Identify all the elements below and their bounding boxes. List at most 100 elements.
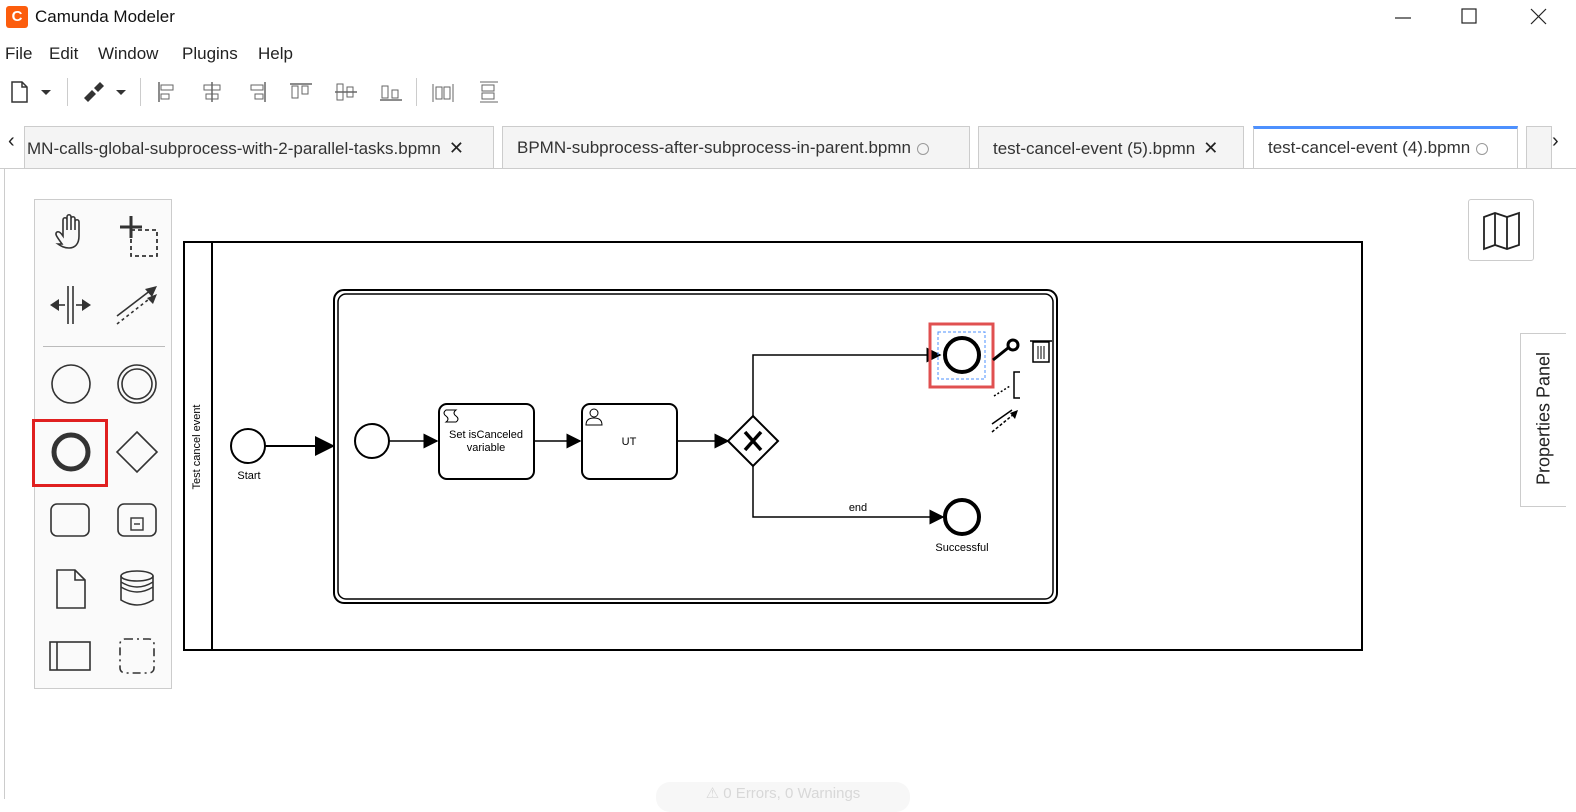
align-center-button[interactable] — [200, 78, 224, 106]
tab-test-cancel-event-4[interactable]: test-cancel-event (4).bpmn — [1253, 126, 1518, 171]
selection-outline — [937, 331, 986, 380]
sequence-flow-end[interactable] — [752, 466, 945, 525]
toolbar-separator — [140, 78, 141, 106]
data-object-icon — [56, 569, 86, 609]
create-group[interactable] — [111, 630, 163, 682]
menu-help[interactable]: Help — [258, 44, 293, 63]
camunda-logo-icon: C — [6, 6, 28, 28]
create-pool[interactable] — [45, 630, 97, 682]
create-gateway[interactable] — [111, 426, 163, 478]
end-event-successful[interactable] — [943, 498, 981, 536]
start-event[interactable] — [230, 428, 266, 464]
subprocess-icon — [117, 503, 157, 537]
map-icon — [1483, 211, 1520, 251]
align-middle-button[interactable] — [333, 78, 359, 106]
tab-label: test-cancel-event (4).bpmn — [1268, 138, 1471, 157]
tab-bar-divider — [0, 168, 1576, 169]
connect-arrow-icon[interactable] — [991, 409, 1018, 433]
menu-file[interactable]: File — [5, 44, 33, 63]
exclusive-gateway[interactable] — [726, 414, 780, 468]
selected-end-event[interactable] — [943, 336, 981, 374]
tabs-scroll-right-icon[interactable]: › — [1552, 130, 1559, 152]
create-data-store[interactable] — [111, 562, 163, 614]
menu-bar: File Edit Window Plugins Help — [0, 38, 1576, 68]
lasso-tool[interactable] — [111, 210, 163, 262]
create-task[interactable] — [45, 494, 97, 546]
window-title: Camunda Modeler — [35, 7, 175, 26]
wrench-icon[interactable] — [992, 338, 1020, 362]
diagram-canvas[interactable] — [4, 169, 1576, 799]
distribute-vertical-button[interactable] — [476, 78, 502, 106]
data-store-icon — [120, 570, 154, 606]
minimap-toggle-button[interactable] — [1468, 199, 1534, 261]
start-event-icon — [51, 364, 91, 404]
palette-selection-highlight — [32, 419, 108, 487]
toolbar — [0, 72, 1576, 112]
global-connect-tool[interactable] — [111, 278, 163, 330]
menu-plugins[interactable]: Plugins — [182, 44, 238, 63]
new-file-icon — [11, 81, 51, 103]
subprocess-start-event[interactable] — [354, 423, 390, 459]
close-window-button[interactable] — [1516, 4, 1560, 30]
end-event-icon — [51, 432, 91, 472]
new-file-button[interactable] — [8, 78, 56, 106]
color-picker-button[interactable] — [80, 78, 130, 106]
tab-close-icon[interactable]: ✕ — [1203, 138, 1219, 158]
unsaved-dot-icon — [1476, 142, 1489, 155]
distribute-vertical-icon — [480, 81, 498, 103]
task-icon — [50, 503, 90, 537]
tab-label: MN-calls-global-subprocess-with-2-parall… — [27, 139, 441, 158]
tab-label: BPMN-subprocess-after-subprocess-in-pare… — [517, 138, 911, 157]
tab-bar: ‹ MN-calls-global-subprocess-with-2-para… — [0, 122, 1576, 171]
distribute-horizontal-icon — [432, 84, 454, 102]
text-annotation-icon[interactable] — [993, 371, 1020, 399]
connect-icon — [116, 286, 157, 325]
align-left-button[interactable] — [155, 78, 179, 106]
align-top-button[interactable] — [288, 78, 314, 106]
distribute-horizontal-button[interactable] — [430, 78, 456, 106]
hand-tool[interactable] — [45, 210, 97, 262]
space-tool[interactable] — [45, 278, 97, 330]
menu-window[interactable]: Window — [98, 44, 159, 63]
participant-pool[interactable] — [183, 241, 1363, 651]
align-top-icon — [290, 83, 312, 99]
palette-separator — [43, 346, 165, 347]
gateway-icon — [115, 430, 159, 474]
create-end-event[interactable] — [45, 426, 97, 478]
create-subprocess[interactable] — [111, 494, 163, 546]
align-right-button[interactable] — [245, 78, 269, 106]
user-task-label: UT — [622, 436, 637, 448]
context-pad — [991, 338, 1052, 433]
tab-overflow-partial[interactable] — [1526, 126, 1552, 169]
tab-close-icon[interactable]: ✕ — [448, 138, 464, 158]
unsaved-dot-icon — [917, 142, 929, 155]
tab-test-cancel-event-5[interactable]: test-cancel-event (5).bpmn ✕ — [978, 126, 1244, 169]
end-event-label: Successful — [935, 542, 988, 554]
minimize-button[interactable] — [1380, 4, 1424, 30]
user-icon — [585, 408, 603, 426]
trash-icon[interactable] — [1030, 340, 1052, 363]
tabs-scroll-left-icon[interactable]: ‹ — [8, 130, 15, 152]
subprocess[interactable] — [333, 289, 1058, 604]
create-start-event[interactable] — [45, 358, 97, 410]
create-data-object[interactable] — [45, 562, 97, 614]
script-task-icon — [443, 409, 459, 423]
linting-status[interactable]: ⚠ 0 Errors, 0 Warnings — [656, 782, 910, 812]
tab-subprocess-after-subprocess[interactable]: BPMN-subprocess-after-subprocess-in-pare… — [502, 126, 970, 169]
selection-highlight — [928, 322, 995, 389]
properties-panel-toggle[interactable]: Properties Panel — [1520, 333, 1566, 507]
tab-calls-global-subprocess[interactable]: MN-calls-global-subprocess-with-2-parall… — [24, 126, 494, 169]
create-intermediate-event[interactable] — [111, 358, 163, 410]
sequence-flow[interactable] — [752, 347, 942, 416]
properties-panel-label: Properties Panel — [1533, 351, 1554, 486]
align-middle-icon — [335, 83, 357, 101]
maximize-button[interactable] — [1446, 4, 1490, 30]
tab-label: test-cancel-event (5).bpmn — [993, 139, 1196, 158]
paint-brush-icon — [84, 82, 126, 102]
space-tool-icon — [50, 286, 91, 324]
script-task-label-line2: variable — [467, 442, 506, 454]
align-bottom-button[interactable] — [378, 78, 404, 106]
menu-edit[interactable]: Edit — [49, 44, 79, 63]
intermediate-event-icon — [117, 364, 157, 404]
